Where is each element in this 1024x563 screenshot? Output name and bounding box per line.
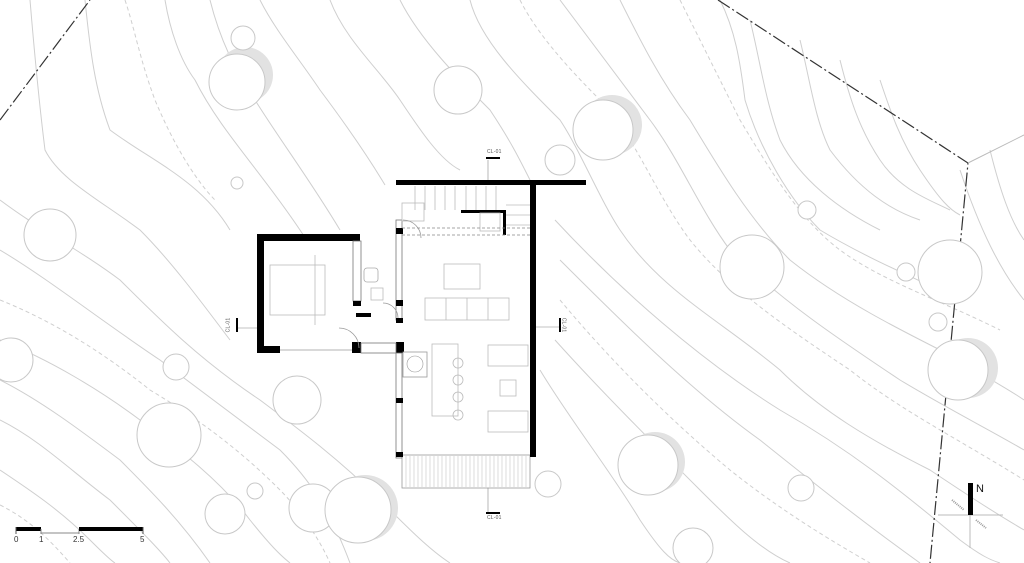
north-label: N [976,483,984,495]
section-label-bottom: CL-01 [487,515,502,521]
scale-tick-0: 0 [14,535,19,544]
section-label-top: CL-01 [487,149,502,155]
scale-tick-5: 5 [140,535,145,544]
house-plan [257,180,586,489]
scale-bar [15,527,144,534]
north-arrow-icon [938,483,1003,548]
section-label-left: CL-01 [225,317,232,333]
section-markers [236,157,561,514]
scale-tick-2-5: 2.5 [73,535,85,544]
scale-tick-1: 1 [39,535,44,544]
trees [0,25,998,563]
section-label-right: CL-01 [560,317,567,333]
